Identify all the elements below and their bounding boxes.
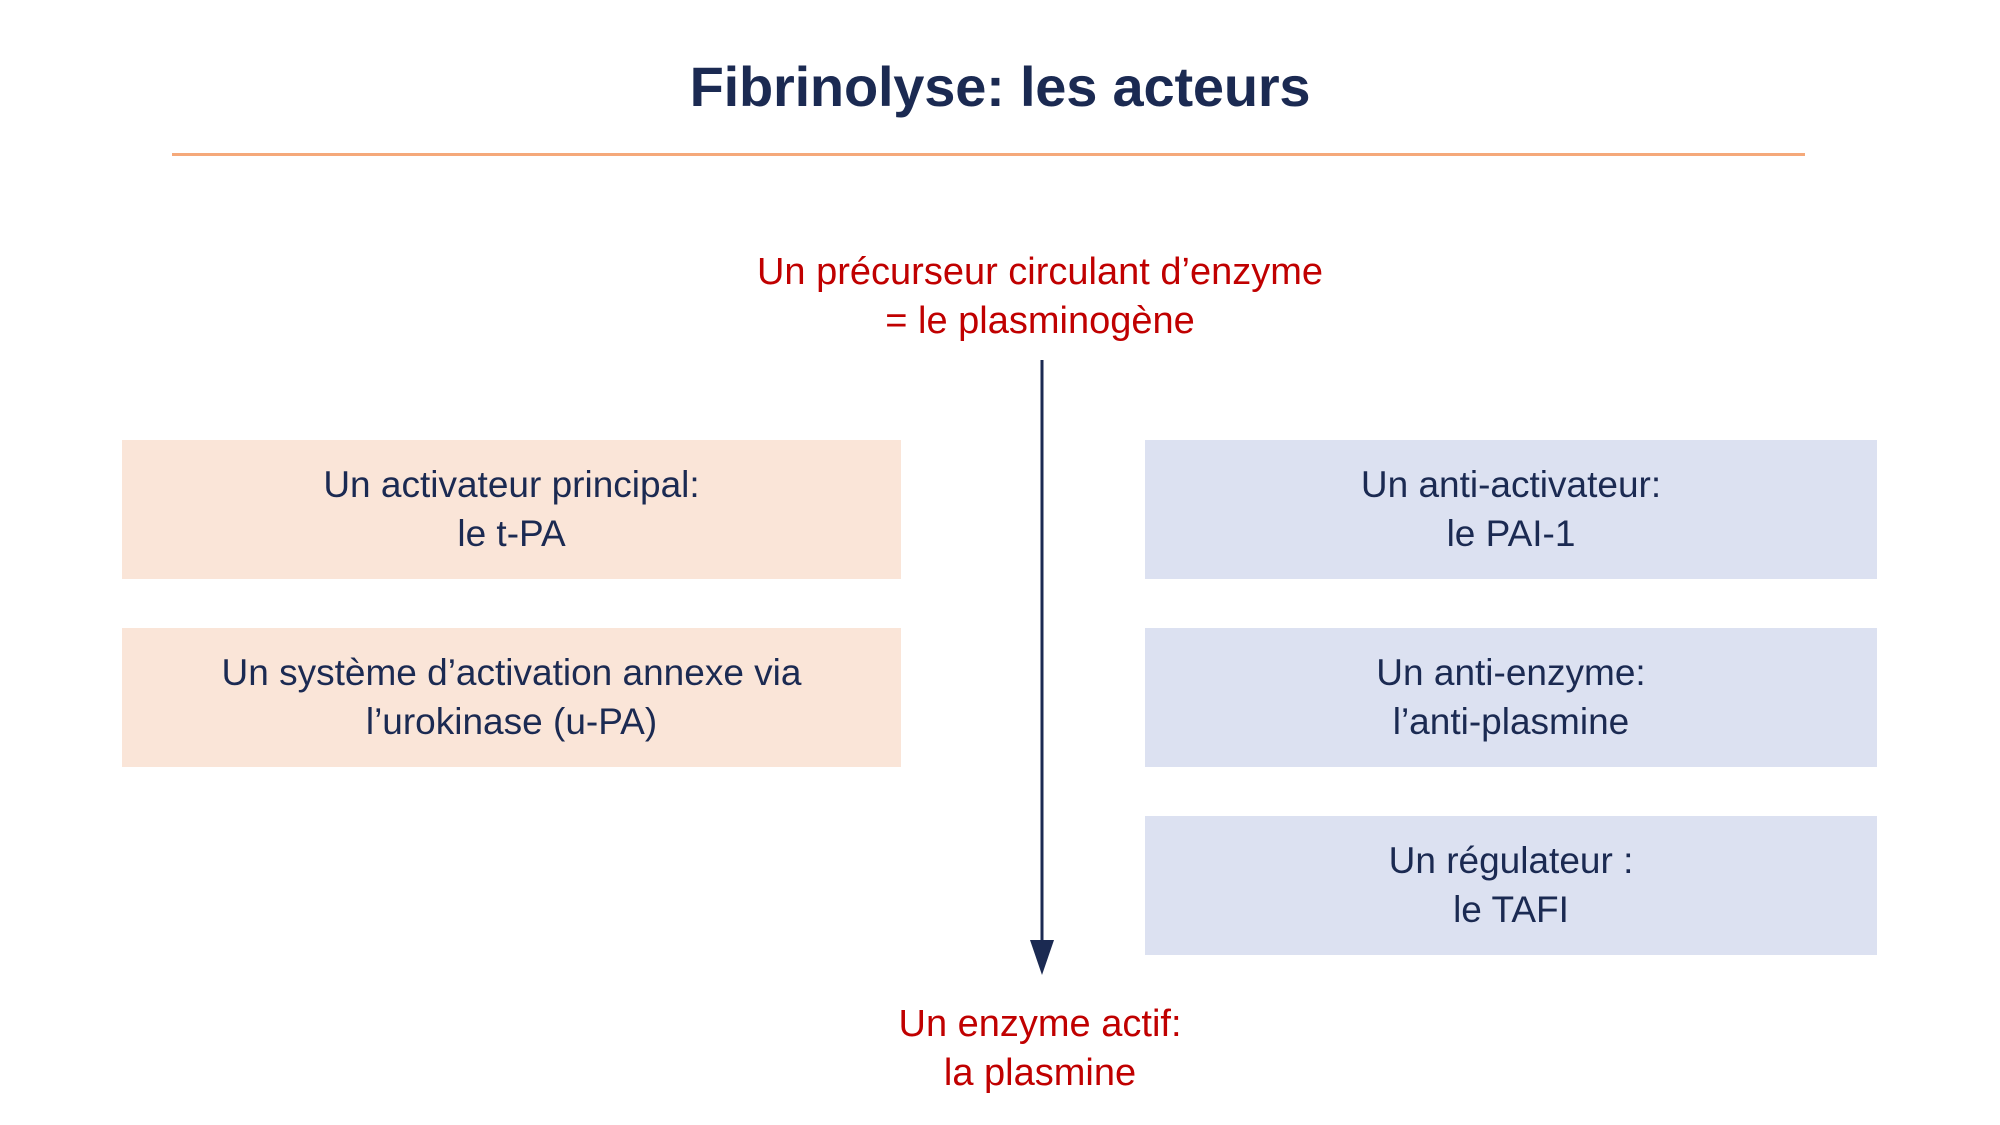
- title-divider: [172, 153, 1805, 156]
- box-anti-activator-pai1: Un anti-activateur: le PAI-1: [1145, 440, 1877, 579]
- box-anti-enzyme-antiplasmin: Un anti-enzyme: l’anti-plasmine: [1145, 628, 1877, 767]
- box-regulator-tafi: Un régulateur : le TAFI: [1145, 816, 1877, 955]
- page-title: Fibrinolyse: les acteurs: [689, 55, 1311, 118]
- down-arrow-icon: [1026, 360, 1058, 985]
- precursor-label: Un précurseur circulant d’enzyme = le pl…: [756, 251, 1323, 342]
- box-activator-tpa: Un activateur principal: le t-PA: [122, 440, 901, 579]
- box-activation-system-upa: Un système d’activation annexe via l’uro…: [122, 628, 901, 767]
- active-enzyme-label: Un enzyme actif: la plasmine: [898, 1003, 1182, 1094]
